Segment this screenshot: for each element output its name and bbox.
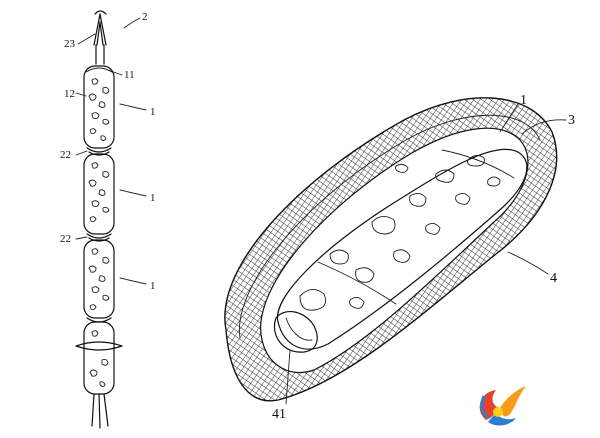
- label-strap-ref: 2: [142, 11, 148, 23]
- left-figure: 2 23 11 12 1 22 1 22 1: [60, 10, 156, 429]
- label-surface-ref: 12: [64, 88, 75, 100]
- pillow: [273, 148, 528, 353]
- segment-2: [83, 153, 115, 235]
- segment-bottom: [75, 321, 123, 395]
- label-mesh-edge-ref: 3: [568, 113, 575, 128]
- label-end-cap-ref: 41: [272, 407, 286, 422]
- label-joint2-ref: 22: [60, 233, 71, 245]
- leader-lines-left: [75, 17, 147, 285]
- right-figure: 1 3 4 41: [224, 93, 575, 422]
- label-segment3-ref: 1: [150, 280, 156, 292]
- hanging-loop: [93, 10, 107, 65]
- label-mesh-body-ref: 4: [550, 271, 557, 286]
- label-segment2-ref: 1: [150, 192, 156, 204]
- label-top-cap-ref: 11: [124, 69, 135, 81]
- label-loop-ref: 23: [64, 38, 76, 50]
- joint-1: [86, 147, 112, 156]
- segment-1: [83, 65, 115, 149]
- label-joint1-ref: 22: [60, 149, 71, 161]
- label-segment1-ref: 1: [150, 106, 156, 118]
- joint-2: [86, 233, 112, 242]
- flame-swirl-logo-icon: [479, 386, 526, 426]
- segment-3: [83, 239, 115, 319]
- mesh-bag-opening: [260, 127, 529, 374]
- label-pillow-ref: 1: [520, 93, 527, 108]
- tail-strings: [91, 393, 109, 429]
- leader-lines-right: [285, 103, 567, 405]
